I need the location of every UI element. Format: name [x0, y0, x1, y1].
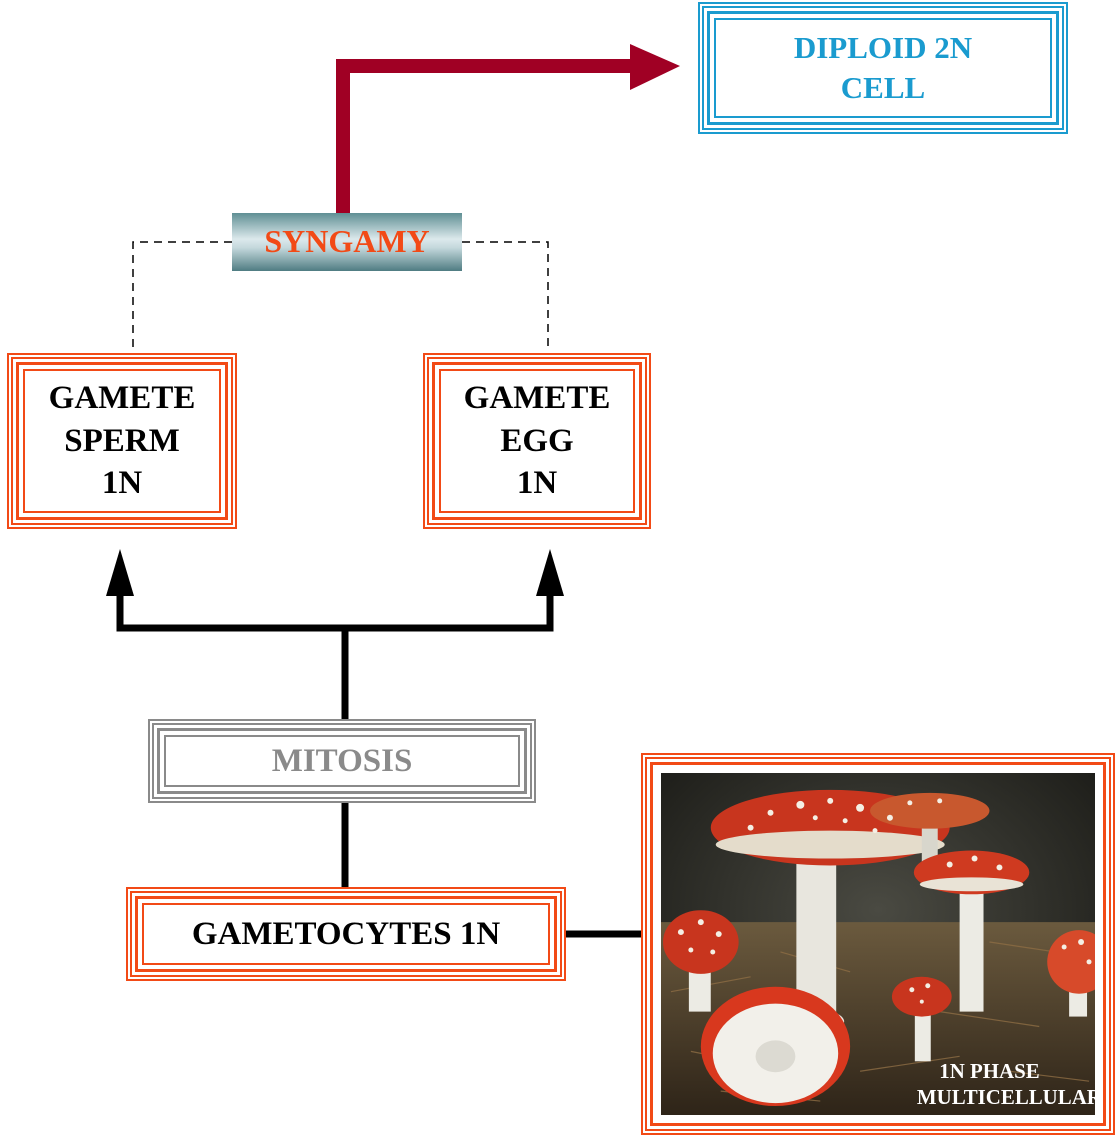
photo-caption-line1: 1N PHASE: [939, 1059, 1039, 1083]
syngamy-label: SYNGAMY: [264, 223, 430, 260]
gamete-egg-box: GAMETE EGG 1N: [432, 362, 642, 520]
dashed-line-left: [132, 241, 232, 352]
gamete-egg-line2: EGG: [500, 422, 574, 459]
branch-line: [116, 593, 554, 632]
gamete-sperm-box: GAMETE SPERM 1N: [16, 362, 228, 520]
syngamy-box: SYNGAMY: [232, 213, 462, 271]
gamete-sperm-line1: GAMETE: [48, 379, 196, 416]
dashed-line-right: [462, 241, 549, 352]
mitosis-box: MITOSIS: [157, 728, 527, 794]
syngamy-arrowhead: [630, 44, 680, 90]
arrowhead-to-egg: [536, 549, 564, 596]
mushroom-photo: 1N PHASE MULTICELLULAR: [661, 773, 1095, 1115]
diploid-label-line1: DIPLOID 2N: [793, 29, 973, 65]
mushroom-photo-frame: 1N PHASE MULTICELLULAR: [650, 762, 1106, 1126]
photo-caption-line2: MULTICELLULAR: [917, 1085, 1095, 1109]
mitosis-label: MITOSIS: [271, 742, 413, 779]
gametocytes-box: GAMETOCYTES 1N: [135, 896, 557, 972]
gamete-egg-line1: GAMETE: [463, 379, 611, 416]
arrowhead-to-sperm: [106, 549, 134, 596]
gamete-sperm-line2: SPERM: [64, 422, 180, 459]
gamete-egg-line3: 1N: [516, 465, 558, 502]
gamete-sperm-line3: 1N: [101, 465, 143, 502]
gametocytes-label: GAMETOCYTES 1N: [191, 915, 501, 952]
syngamy-to-diploid-arrow: [336, 59, 635, 215]
diploid-cell-box: DIPLOID 2N CELL: [707, 11, 1059, 125]
diploid-label-line2: CELL: [840, 70, 926, 105]
